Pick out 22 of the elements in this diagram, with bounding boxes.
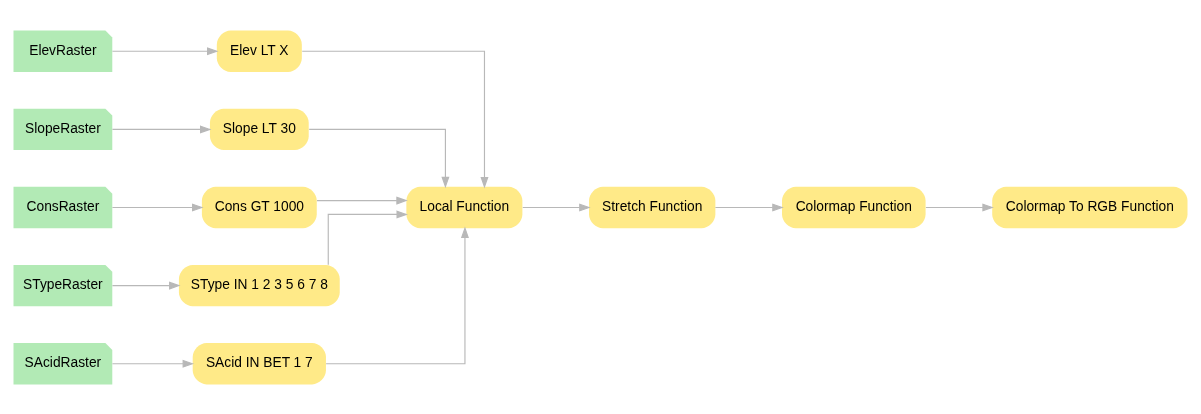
node-box: SAcid IN BET 1 7 bbox=[192, 342, 326, 384]
arrow bbox=[925, 202, 994, 212]
arrow bbox=[316, 196, 408, 205]
arrow bbox=[325, 226, 469, 364]
arrow bbox=[327, 209, 408, 265]
node-box: SType IN 1 2 3 5 6 7 8 bbox=[178, 264, 340, 306]
arrow bbox=[522, 202, 591, 212]
arrow bbox=[111, 202, 204, 212]
arrow bbox=[111, 46, 219, 55]
node-box: Colormap Function bbox=[782, 186, 926, 228]
node-box: Slope LT 30 bbox=[209, 108, 309, 150]
node-box: Elev LT X bbox=[216, 30, 302, 72]
node-box: Colormap To RGB Function bbox=[992, 186, 1188, 228]
arrow bbox=[111, 359, 195, 368]
node-box: Local Function bbox=[406, 186, 523, 228]
arrow bbox=[714, 202, 784, 212]
arrow bbox=[308, 128, 450, 188]
node-box: Cons GT 1000 bbox=[201, 186, 317, 228]
arrow bbox=[111, 124, 212, 133]
node-box: Stretch Function bbox=[589, 186, 716, 228]
arrow bbox=[301, 50, 489, 188]
arrow bbox=[111, 281, 181, 290]
